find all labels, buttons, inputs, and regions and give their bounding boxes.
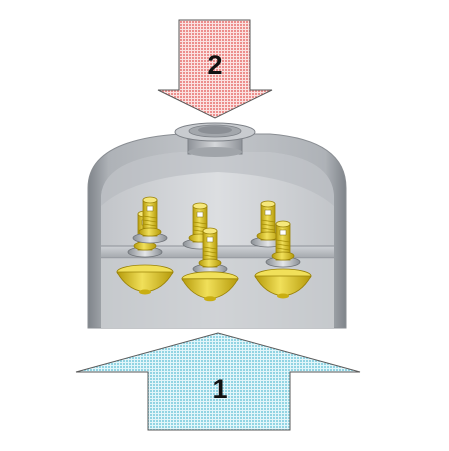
valve-thread	[142, 223, 158, 227]
valve-thread	[260, 227, 276, 231]
valve-thread	[142, 219, 158, 223]
valve-thread	[275, 239, 291, 243]
vessel-dome-shade	[101, 152, 334, 206]
inflow-arrow-2: 2	[157, 19, 273, 119]
valve	[250, 200, 286, 248]
valve-cap	[192, 202, 208, 210]
valve-cap	[142, 196, 158, 204]
valve-thread	[202, 250, 218, 254]
valve-cap	[275, 220, 291, 228]
valve-thread	[260, 223, 276, 227]
valve-thread	[142, 215, 158, 219]
valve-thread	[192, 221, 208, 225]
valve-thread	[260, 219, 276, 223]
valve-cap	[260, 200, 276, 208]
valve-window	[146, 205, 154, 212]
valve-tip	[277, 293, 289, 299]
valve	[132, 196, 168, 244]
valve	[254, 220, 312, 299]
arrow-2-shape	[157, 19, 273, 119]
valve	[181, 227, 239, 302]
valve-collar	[138, 227, 162, 237]
valve-thread	[275, 247, 291, 251]
valve-tip	[139, 289, 151, 295]
valve-window	[206, 236, 214, 243]
top-nozzle	[174, 122, 256, 157]
valve-collar	[271, 251, 295, 261]
valves	[116, 196, 312, 302]
valve-tip	[204, 296, 216, 302]
valve-window	[196, 211, 204, 218]
valve-thread	[192, 225, 208, 229]
valve-thread	[275, 243, 291, 247]
arrow-1-shape	[75, 332, 361, 431]
valve-cap	[202, 227, 218, 235]
outflow-arrow-1: 1	[75, 332, 361, 431]
valve-window	[279, 229, 287, 236]
valve-window	[264, 209, 272, 216]
valve	[116, 210, 174, 295]
valve-thread	[202, 246, 218, 250]
valve-thread	[202, 254, 218, 258]
arrow-1-label: 1	[212, 374, 227, 404]
valve-collar	[198, 258, 222, 268]
arrow-2-label: 2	[207, 50, 222, 80]
